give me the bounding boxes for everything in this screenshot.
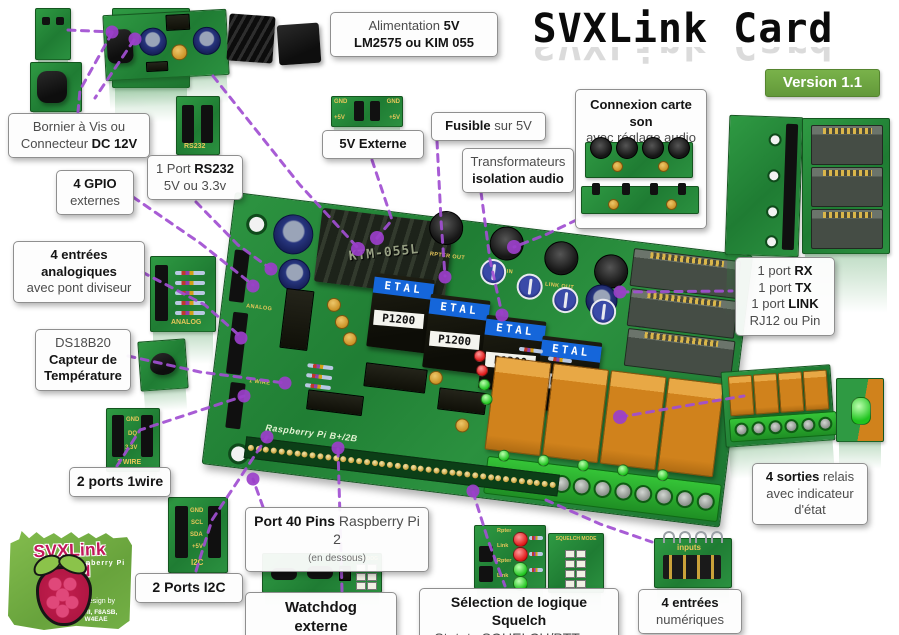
tantalum-cap: [342, 331, 358, 347]
analog-pin-header: [225, 311, 249, 376]
led-closeup-image: [836, 378, 884, 469]
squelch-led-board: Rpter Link Rpter Link: [474, 525, 546, 616]
mounting-hole: [245, 212, 269, 237]
small-connector-board: [35, 8, 71, 82]
silk-squelch-mode: SQUELCH MODE: [555, 536, 597, 542]
etal-label: ETAL: [372, 276, 435, 300]
label-fusible: Fusible sur 5V: [431, 112, 546, 141]
capacitor: [270, 212, 316, 257]
analog-inputs-board: ANALOG: [150, 256, 216, 365]
sound-jacks-strip: [585, 137, 693, 178]
relay: [484, 356, 552, 457]
ic-chip: [279, 288, 315, 351]
page-title: SVXLink Card: [532, 6, 834, 52]
rs232-header-board: RS232: [176, 96, 220, 180]
1wire-board: GND DQ 3,3V 1 WIRE: [106, 408, 160, 499]
green-led: [851, 397, 871, 425]
barrel-jack: [106, 28, 134, 65]
lm2575-module: [276, 22, 322, 66]
audio-jack: [542, 239, 581, 278]
silk-1wire: 1 WIRE: [248, 378, 271, 387]
page-title-reflection: SVXLink Card: [528, 47, 838, 67]
main-pcb-board: KTM-055L RPTER OUT LINK IN LINK OUT ETAL…: [201, 192, 754, 528]
capacitor: [276, 257, 313, 293]
external-5v-board: GND +5V GND +5V: [331, 96, 403, 140]
ic-chip: [363, 362, 428, 394]
trimmer-pot: [515, 272, 545, 302]
sound-trimmers-strip: [581, 183, 699, 214]
i2c-board: GND SCL SDA +5V I2C: [168, 497, 228, 606]
ds18b20-board: [137, 338, 189, 392]
relay: [542, 363, 610, 464]
relay: [599, 370, 667, 471]
silk-i2c: I2C: [191, 558, 204, 567]
silk-analog: ANALOG: [171, 319, 202, 326]
etal-label: ETAL: [484, 318, 546, 342]
silk-inputs: inputs: [677, 543, 701, 552]
relay: [657, 377, 725, 478]
squelch-mode-board: SQUELCH MODE: [548, 533, 604, 619]
ic-chip: [306, 389, 365, 417]
label-2-ports-i2c: 2 Ports I2C: [135, 573, 243, 603]
audio-jack: [487, 224, 526, 263]
etal-label: ETAL: [428, 297, 491, 321]
label-5v-externe: 5V Externe: [322, 130, 424, 159]
p1200-label: P1200: [428, 330, 481, 351]
power-supply-board: [102, 8, 230, 82]
digital-inputs-board: inputs: [654, 531, 732, 609]
gpio-pin-header: [228, 249, 250, 303]
silk-analog: ANALOG: [245, 303, 273, 313]
svxlink-card-logo: SVXLink Card for Raspberry Pi design by …: [8, 531, 132, 630]
resistor: [307, 363, 334, 371]
p1200-label: P1200: [373, 309, 425, 330]
label-port-40-pins: Port 40 Pins Raspberry Pi 2(en dessous): [245, 507, 429, 572]
logo-design-by: design by: [85, 598, 115, 605]
silk-1wire: 1 WIRE: [117, 459, 142, 466]
rj12-jacks-board: [802, 118, 890, 314]
tantalum-cap: [454, 417, 471, 434]
resistor: [305, 373, 333, 381]
logo-designers: F5UII, F8ASB, W4EAE: [74, 609, 118, 623]
rx-tx-link-pin-board: [724, 114, 804, 258]
label-2-ports-1wire: 2 ports 1wire: [69, 467, 171, 497]
tantalum-cap: [334, 314, 350, 330]
dc-jack-board: [30, 62, 82, 133]
version-badge: Version 1.1: [765, 69, 880, 97]
ic-chip: [437, 387, 488, 416]
trimmer-pot: [478, 257, 508, 287]
wire-pin-header: [225, 381, 246, 430]
logo-subtitle: for Raspberry Pi: [54, 560, 126, 567]
trimmer-pot: [550, 285, 580, 315]
relay-closeup-image: [720, 364, 839, 448]
tantalum-cap: [326, 297, 342, 313]
silk-rs232: RS232: [184, 143, 206, 150]
tantalum-cap: [428, 370, 444, 386]
kim-module: [226, 13, 276, 64]
label-selection-logique-squelch: Sélection de logique SquelchStatuts SQUE…: [419, 588, 619, 635]
